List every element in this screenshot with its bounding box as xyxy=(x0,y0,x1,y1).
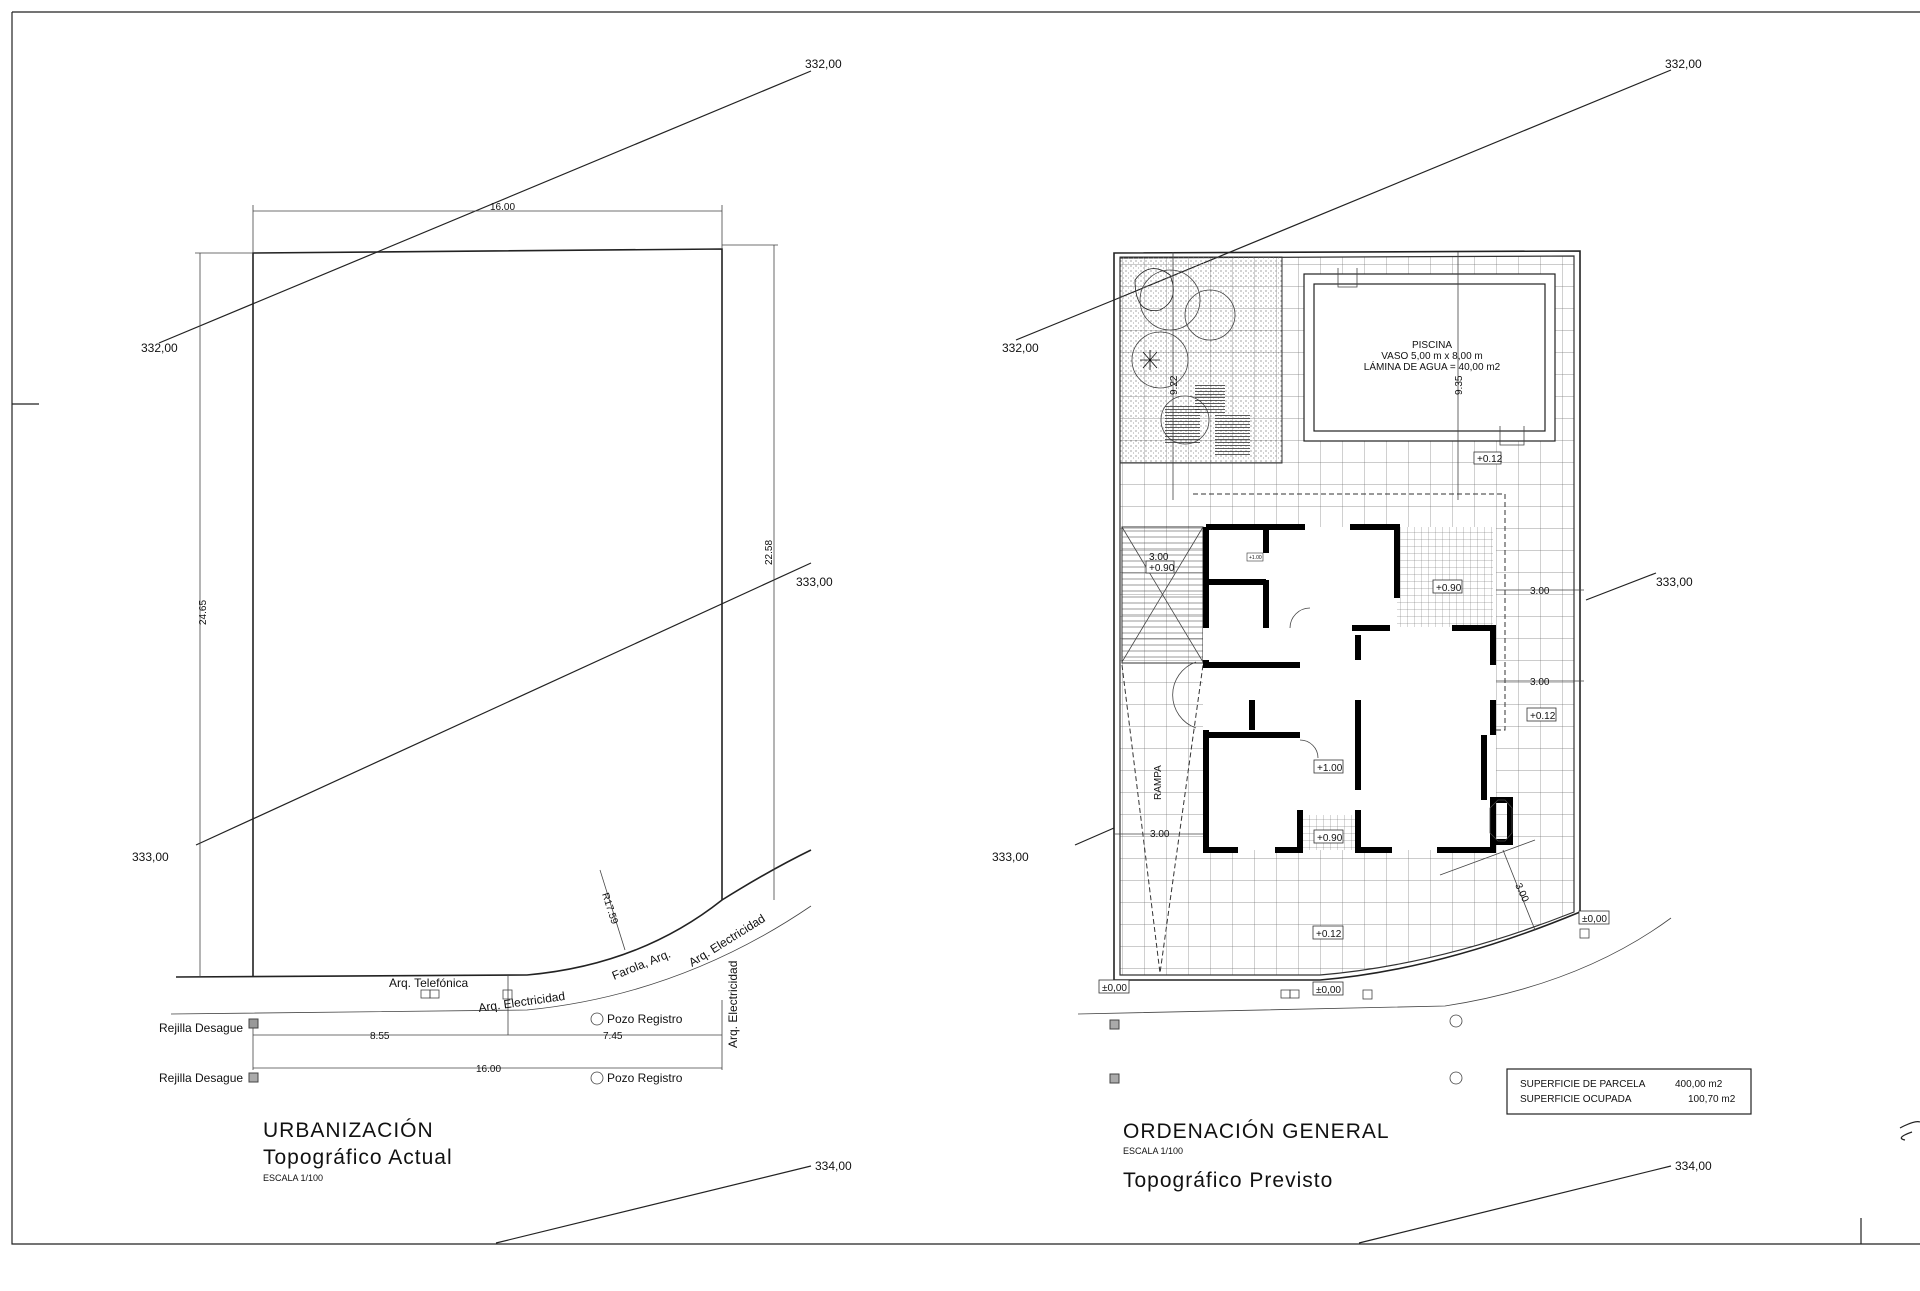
terrace-area xyxy=(1397,527,1493,627)
contour-label: 332,00 xyxy=(1002,341,1039,355)
level-label: ±0,00 xyxy=(1582,914,1607,925)
plan-title: URBANIZACIÓN xyxy=(263,1119,434,1142)
contour-label: 332,00 xyxy=(141,341,178,355)
level-label: +1.00 xyxy=(1317,763,1343,774)
dimension-b: 7.45 xyxy=(603,1031,623,1042)
level-label: +0.12 xyxy=(1316,929,1342,940)
dimension-garden: 9.22 xyxy=(1169,375,1180,395)
contour-label: 333,00 xyxy=(132,850,169,864)
dimension-total: 16.00 xyxy=(476,1064,501,1075)
dimension-label: 3.00 xyxy=(1150,829,1170,840)
pool-basin xyxy=(1313,283,1546,432)
plot-boundary xyxy=(252,248,723,977)
house-walls xyxy=(1203,524,1513,853)
dimension-label: 3.00 xyxy=(1149,552,1169,563)
plan-title: ORDENACIÓN GENERAL xyxy=(1123,1120,1390,1143)
level-label: +0.12 xyxy=(1530,711,1556,722)
contour-label: 332,00 xyxy=(1665,57,1702,71)
dimension-top: 16.00 xyxy=(490,202,515,213)
parcel-area-label: SUPERFICIE DE PARCELA xyxy=(1520,1079,1646,1090)
level-label: +1.00 xyxy=(1249,555,1262,561)
label-pozo-registro: Pozo Registro xyxy=(607,1012,683,1026)
contour-label: 334,00 xyxy=(1675,1159,1712,1173)
label-arq-electricidad: Arq. Electricidad xyxy=(477,989,565,1015)
radius-label: R17.59 xyxy=(599,892,620,926)
pool-size: VASO 5,00 m x 8,00 m xyxy=(1381,351,1483,362)
label-rejilla-desague: Rejilla Desague xyxy=(159,1021,243,1035)
dimension-label: 3.00 xyxy=(1530,677,1550,688)
contour-label: 333,00 xyxy=(1656,575,1693,589)
label-rejilla-desague: Rejilla Desague xyxy=(159,1071,243,1085)
contour-label: 333,00 xyxy=(796,575,833,589)
dimension-left: 24.65 xyxy=(198,600,209,625)
label-pozo-registro: Pozo Registro xyxy=(607,1071,683,1085)
pool-area: LÁMINA DE AGUA = 40,00 m2 xyxy=(1364,360,1501,373)
sheet-frame xyxy=(11,11,1920,1245)
contour-label: 334,00 xyxy=(815,1159,852,1173)
occupied-area-label: SUPERFICIE OCUPADA xyxy=(1520,1094,1632,1105)
contour-label: 333,00 xyxy=(992,850,1029,864)
level-label: +0.12 xyxy=(1477,454,1503,465)
level-label: ±0,00 xyxy=(1316,985,1341,996)
pool-name: PISCINA xyxy=(1412,340,1452,351)
left-plan-urbanizacion: 332,00 332,00 333,00 333,00 334,00 16.00… xyxy=(132,57,852,1244)
dimension-a: 8.55 xyxy=(370,1031,390,1042)
street-line xyxy=(175,849,812,978)
plan-subtitle: Topográfico Actual xyxy=(263,1146,453,1169)
occupied-area-value: 100,70 m2 xyxy=(1688,1094,1736,1105)
parcel-area-value: 400,00 m2 xyxy=(1675,1079,1723,1090)
area-summary-box xyxy=(1506,1068,1752,1115)
curb-line xyxy=(170,905,812,1015)
level-label: +0.90 xyxy=(1149,563,1175,574)
ramp-label: RAMPA xyxy=(1153,765,1164,800)
dimension-right: 22.58 xyxy=(764,540,775,565)
plan-scale: ESCALA 1/100 xyxy=(263,1173,323,1183)
chimney-icon xyxy=(1489,799,1513,842)
signature-mark xyxy=(1899,1121,1920,1141)
contour-label: 332,00 xyxy=(805,57,842,71)
level-label: +0.90 xyxy=(1436,583,1462,594)
label-farola: Farola, Arq. xyxy=(610,947,673,983)
plan-scale: ESCALA 1/100 xyxy=(1123,1146,1183,1156)
level-label: ±0,00 xyxy=(1102,983,1127,994)
dimension-label: 3.00 xyxy=(1530,586,1550,597)
label-arq-electricidad: Arq. Electricidad xyxy=(726,961,740,1048)
dimension-pool: 9.35 xyxy=(1454,375,1465,395)
plan-subtitle: Topográfico Previsto xyxy=(1123,1169,1333,1192)
right-plan-ordenacion: 332,00 332,00 333,00 333,00 334,00 PISCI… xyxy=(992,57,1752,1244)
garden-plants xyxy=(1131,268,1250,455)
label-arq-telefonica: Arq. Telefónica xyxy=(389,976,468,990)
level-label: +0.90 xyxy=(1317,833,1343,844)
